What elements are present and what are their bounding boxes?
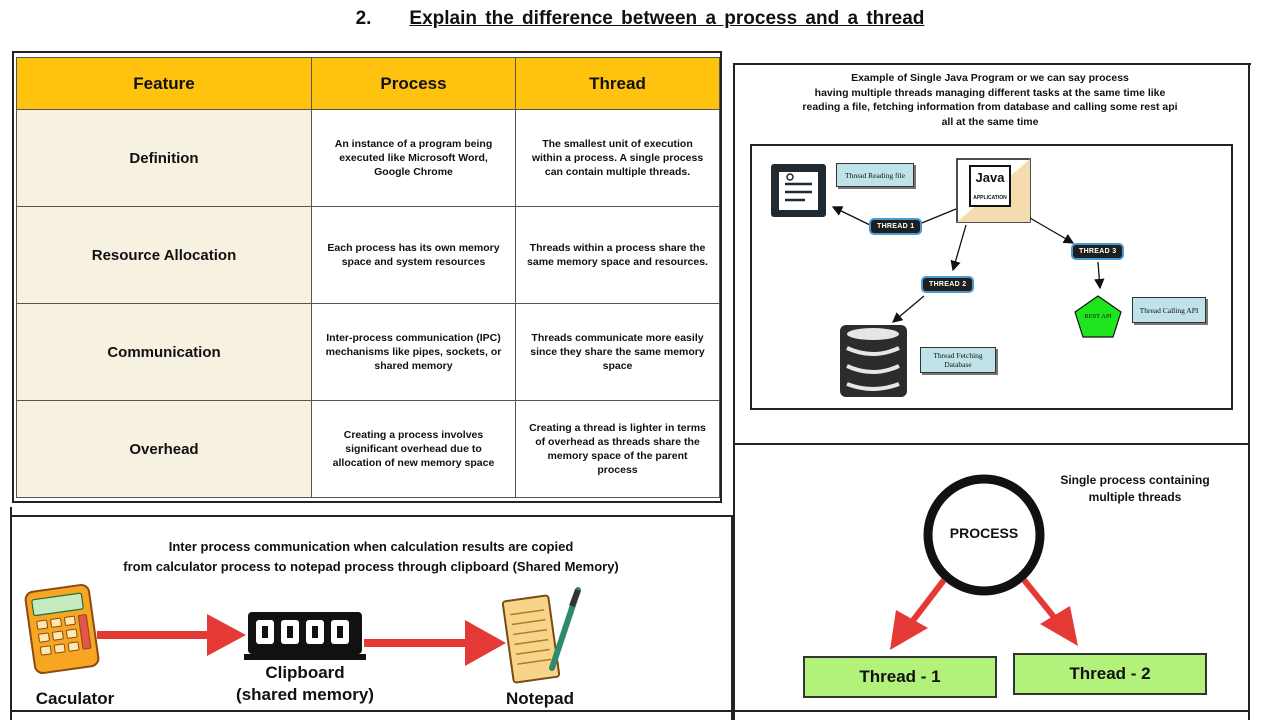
java-panel-top-border	[733, 63, 1251, 65]
thread-3-badge: THREAD 3	[1073, 245, 1123, 258]
process-cell: Creating a process involves significant …	[311, 400, 516, 498]
feature-cell: Definition	[16, 109, 312, 207]
caption-line: Inter process communication when calcula…	[168, 539, 574, 554]
table-row: Resource Allocation Each process has its…	[16, 206, 720, 304]
thread-2-badge: THREAD 2	[923, 278, 973, 291]
notepad-icon	[501, 587, 581, 684]
panel-divider-horizontal	[733, 443, 1250, 445]
java-panel-right-border	[1248, 63, 1250, 720]
feature-cell: Communication	[16, 303, 312, 401]
connector-thread2	[950, 224, 967, 272]
thread-cell: Threads within a process share the same …	[515, 206, 720, 304]
rest-api-icon	[1074, 295, 1122, 338]
arrow-clipboard-to-notepad	[364, 620, 506, 666]
connector-thread3	[1029, 217, 1075, 244]
arrow-calc-to-clipboard	[97, 614, 246, 656]
table-row: Definition An instance of a program bein…	[16, 109, 720, 207]
file-icon	[771, 164, 826, 217]
clipboard-label-line: (shared memory)	[236, 685, 374, 705]
feature-cell: Resource Allocation	[16, 206, 312, 304]
clipboard-label: Clipboard (shared memory)	[220, 662, 390, 706]
thread-1-badge: THREAD 1	[871, 220, 921, 233]
question-title: Explain the difference between a process…	[409, 8, 925, 29]
question-number: 2.	[355, 8, 372, 29]
header-thread: Thread	[515, 57, 720, 110]
rest-api-label: REST API	[1084, 313, 1112, 320]
ipc-caption: Inter process communication when calcula…	[12, 537, 730, 576]
thread-cell: The smallest unit of execution within a …	[515, 109, 720, 207]
java-app-icon	[956, 158, 1031, 223]
thread-1-box: Thread - 1	[803, 656, 997, 698]
notepad-label: Notepad	[506, 689, 574, 708]
memory-chip-icon	[244, 612, 366, 660]
caption-line: multiple threads	[1088, 490, 1182, 505]
java-example-caption: Example of Single Java Program or we can…	[740, 71, 1240, 130]
process-cell: Inter-process communication (IPC) mechan…	[311, 303, 516, 401]
header-feature: Feature	[16, 57, 312, 110]
note-reading-file: Thread Reading file	[836, 163, 914, 187]
table-frame	[12, 51, 722, 503]
connector-db	[892, 295, 925, 323]
caption-line: from calculator process to notepad proce…	[123, 558, 619, 574]
caption-line: having multiple threads managing differe…	[814, 86, 1166, 99]
note-calling-api: Thread Calling API	[1132, 297, 1206, 323]
process-circle	[923, 474, 1045, 596]
ipc-panel-bottom-border	[10, 710, 733, 712]
table-row: Overhead Creating a process involves sig…	[16, 400, 720, 498]
thread-cell: Threads communicate more easily since th…	[515, 303, 720, 401]
java-panel-left-border	[733, 63, 735, 720]
caption-line: all at the same time	[941, 116, 1039, 129]
table-row: Communication Inter-process communicatio…	[16, 303, 720, 401]
java-app-sub: APPLICATION	[973, 195, 1007, 201]
caption-line: reading a file, fetching information fro…	[802, 101, 1178, 114]
java-logo-text: Java	[975, 170, 1005, 185]
page-title: 2. Explain the difference between a proce…	[0, 8, 1280, 30]
java-thread-diagram	[750, 144, 1233, 410]
single-process-graphics	[890, 474, 1078, 650]
caption-line: Example of Single Java Program or we can…	[851, 72, 1129, 84]
comparison-table: Feature Process Thread Definition An ins…	[16, 57, 720, 498]
note-fetching-db: Thread Fetching Database	[920, 347, 996, 373]
clipboard-label-line: Clipboard	[265, 663, 345, 682]
process-cell: An instance of a program being executed …	[311, 109, 516, 207]
ipc-graphics	[24, 583, 581, 684]
table-header-row: Feature Process Thread	[16, 57, 720, 110]
thread-cell: Creating a thread is lighter in terms of…	[515, 400, 720, 498]
calculator-label: Caculator	[35, 689, 115, 708]
panel-divider-vertical	[731, 515, 733, 720]
process-cell: Each process has its own memory space an…	[311, 206, 516, 304]
single-process-caption: Single process containing multiple threa…	[1040, 472, 1230, 507]
connector-file	[831, 206, 873, 227]
arrow-to-thread-2	[1021, 578, 1078, 646]
thread-2-box: Thread - 2	[1013, 653, 1207, 695]
database-icon	[840, 325, 907, 397]
ipc-panel-top-border	[10, 515, 733, 517]
arrow-to-thread-1	[890, 578, 947, 650]
feature-cell: Overhead	[16, 400, 312, 498]
single-panel-bottom-border	[733, 710, 1250, 712]
caption-line: Single process containing	[1060, 473, 1210, 487]
calculator-icon	[24, 583, 100, 675]
connector-api	[1094, 261, 1105, 290]
ipc-panel-left-border	[10, 507, 12, 720]
process-label: PROCESS	[949, 525, 1019, 541]
